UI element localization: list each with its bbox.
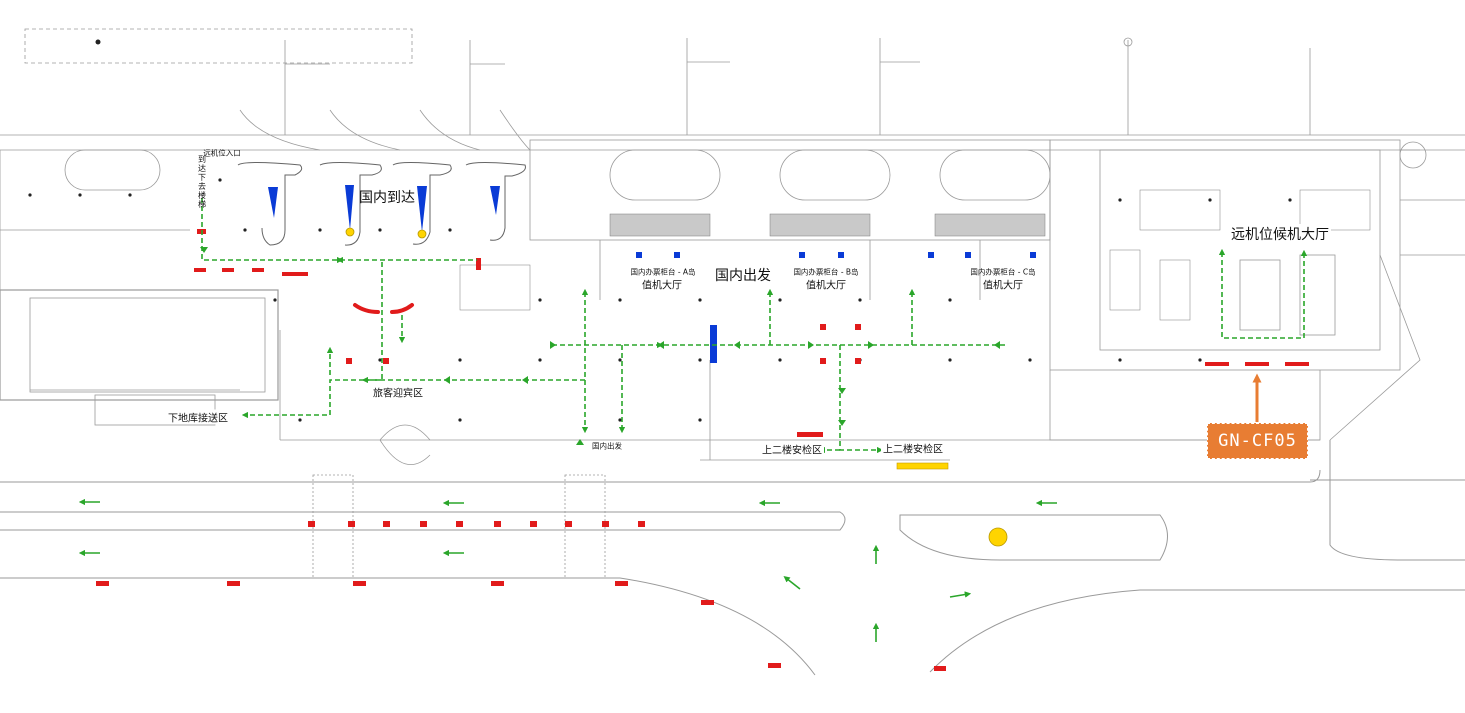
red-markers <box>96 229 1309 671</box>
red-arcs <box>353 303 414 314</box>
label-checkin-b-hall: 值机大厅 <box>806 280 846 292</box>
security-highlight <box>896 462 949 470</box>
label-underground-garage: 下地库接送区 <box>166 409 230 425</box>
location-badge: GN-CF05 <box>1207 423 1308 459</box>
arrival-pillars <box>268 185 500 232</box>
walking-routes <box>201 198 1308 454</box>
label-checkin-c-counter: 国内办票柜台 - C岛 <box>970 267 1036 277</box>
label-checkin-c-hall: 值机大厅 <box>983 280 1023 292</box>
counter-islands <box>459 189 1371 321</box>
label-greeting-area: 旅客迎宾区 <box>371 384 425 400</box>
yellow-markers <box>345 227 1008 547</box>
info-point-marker <box>345 227 355 237</box>
label-checkin-b-counter: 国内办票柜台 - B岛 <box>793 267 859 277</box>
structural-columns <box>28 39 1292 422</box>
label-security-right: 上二楼安检区 <box>881 440 945 456</box>
label-checkin-a-hall: 值机大厅 <box>642 280 682 292</box>
info-point-marker <box>417 229 427 239</box>
route-arrowheads <box>200 247 1000 445</box>
label-arrival-stairs: 到达下去楼梯 <box>197 155 207 209</box>
road-direction-arrows <box>78 498 1057 642</box>
baggage-claims <box>237 162 526 246</box>
blue-pillar <box>710 325 717 363</box>
label-checkin-a-counter: 国内办票柜台 - A岛 <box>630 267 696 277</box>
road-roundabout-marker <box>988 527 1008 547</box>
label-security-left: 上二楼安检区 <box>760 441 824 457</box>
building-outline <box>0 28 1465 676</box>
label-remote-stand-entrance: 远机位入口 <box>203 148 241 158</box>
label-remote-waiting-hall: 远机位候机大厅 <box>1229 224 1331 244</box>
label-domestic-departures: 国内出发 <box>715 268 771 284</box>
checkin-counter-markers <box>636 252 1036 258</box>
label-domestic-departures-small: 国内出发 <box>590 440 624 452</box>
label-domestic-arrivals: 国内到达 <box>359 190 415 206</box>
